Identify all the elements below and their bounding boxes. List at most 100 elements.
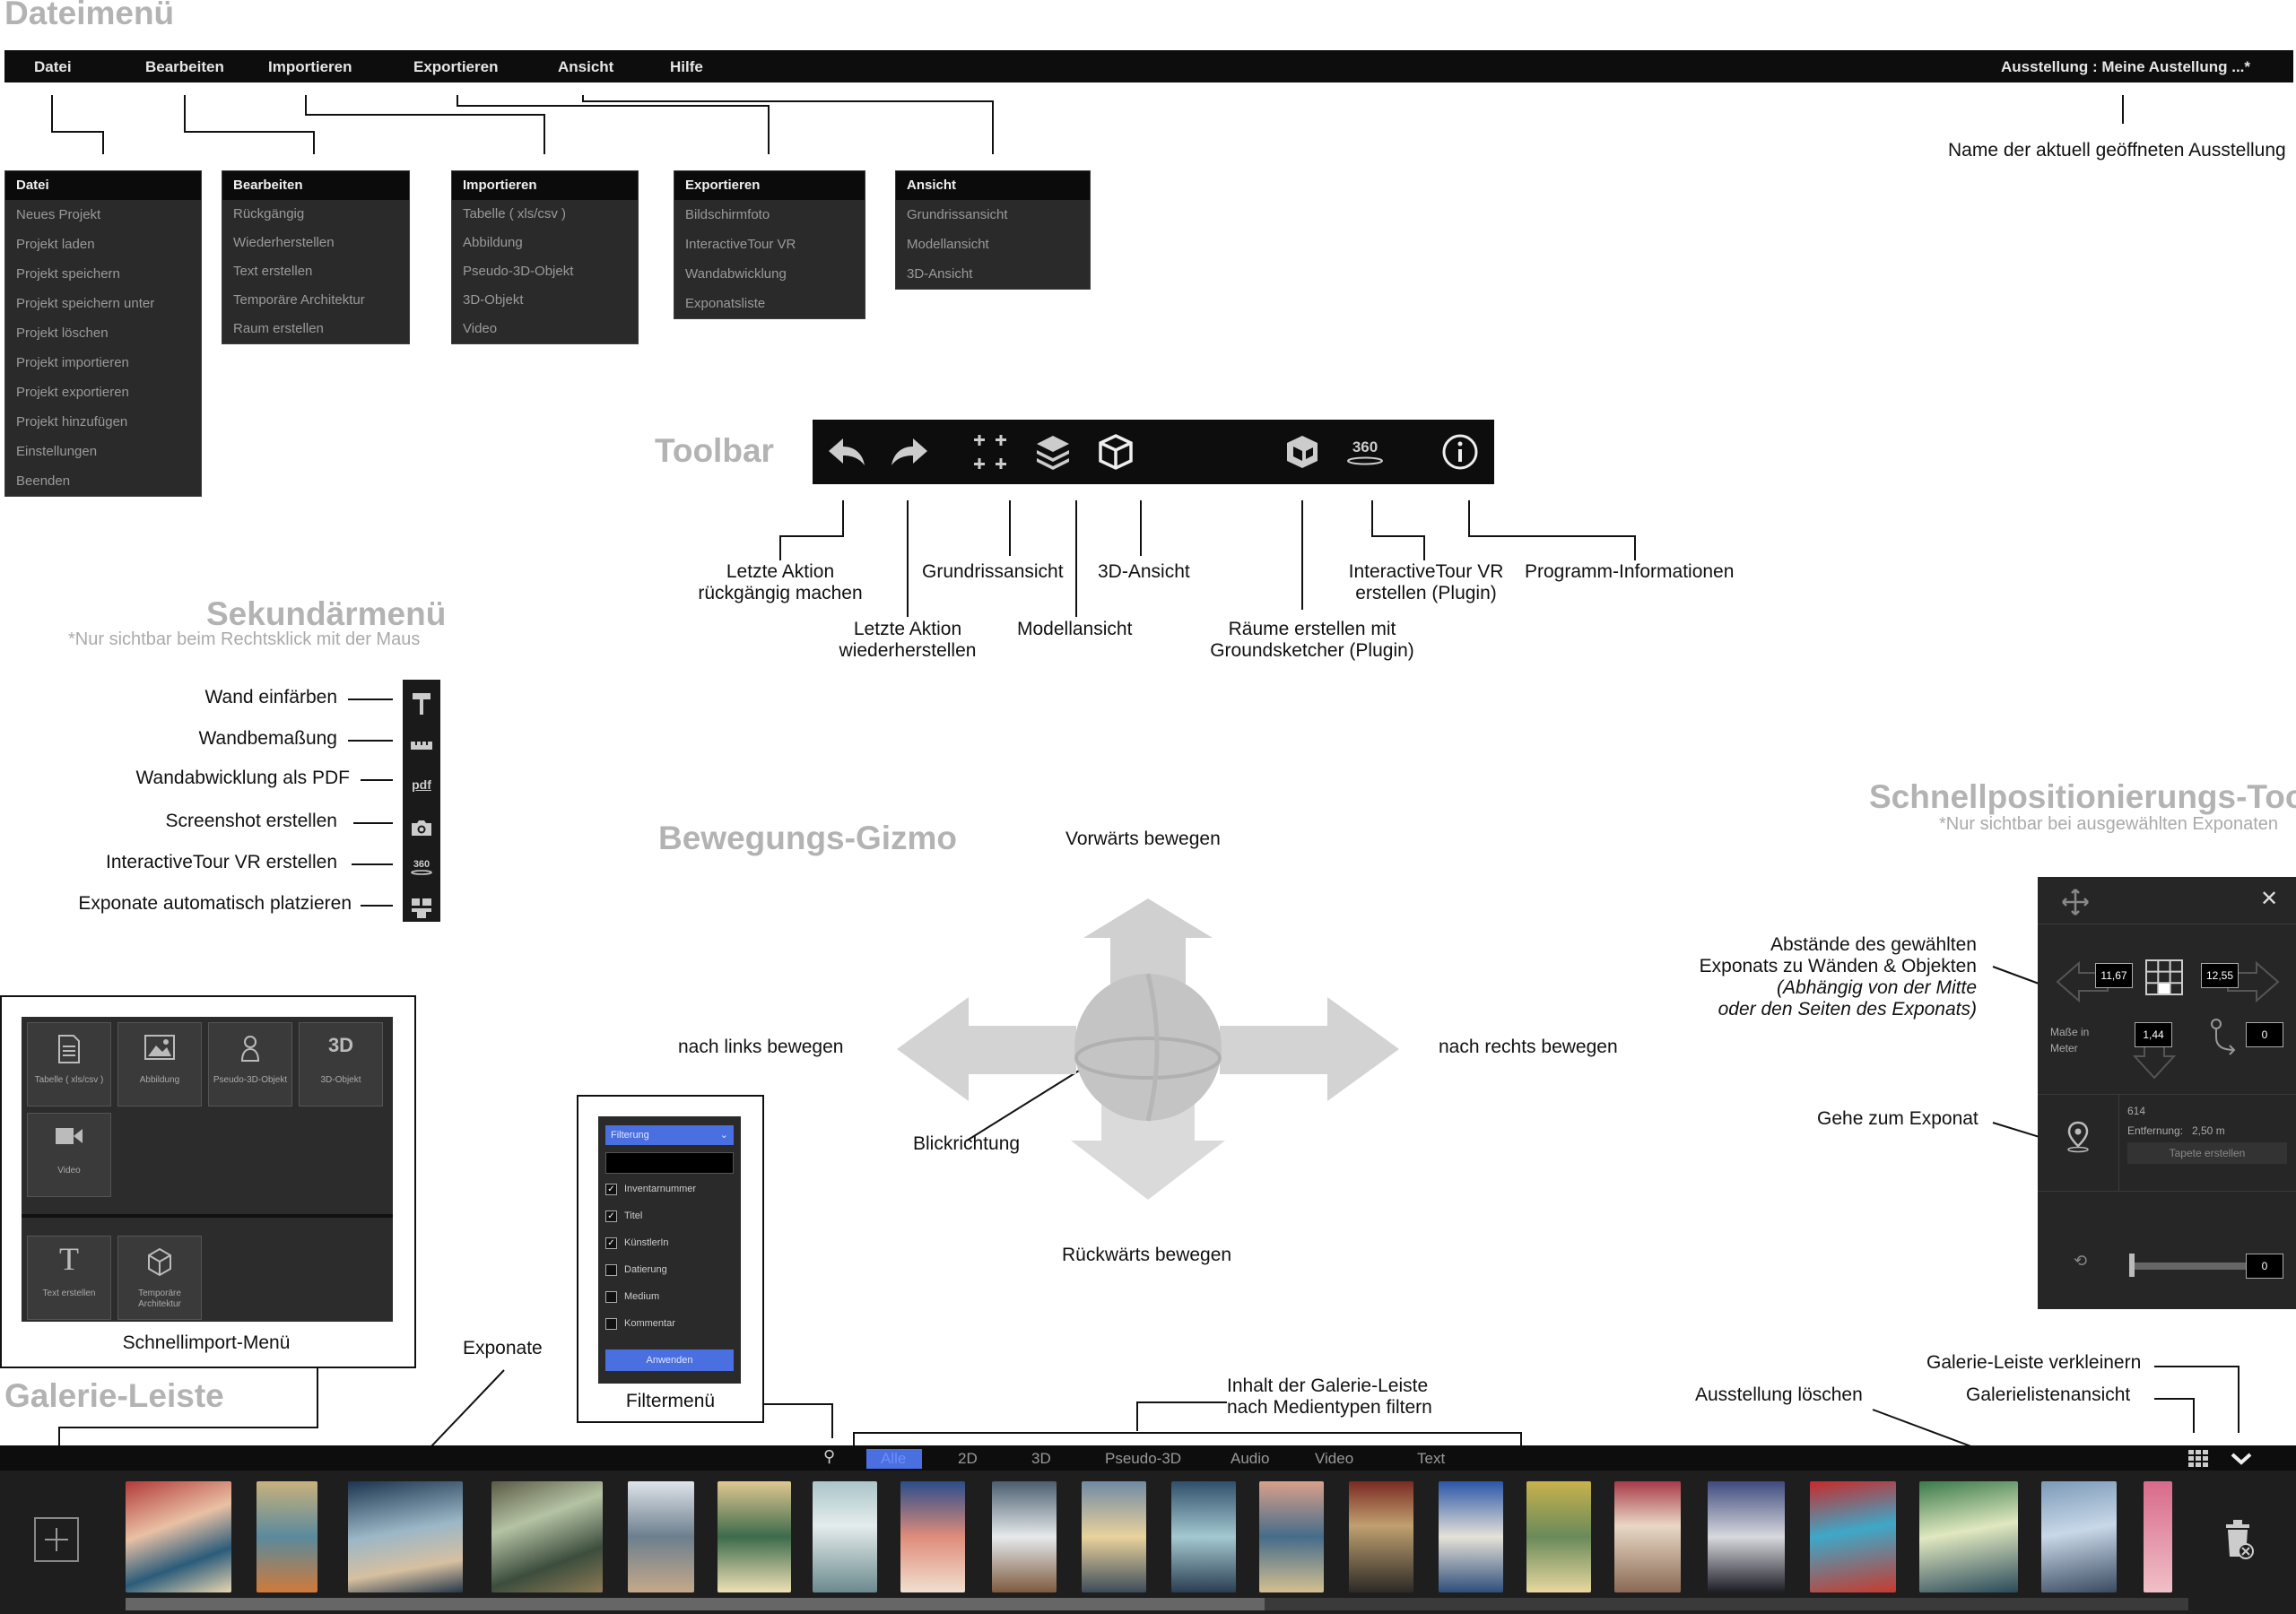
menu-bearbeiten[interactable]: Bearbeiten (145, 58, 224, 75)
menu-item[interactable]: Projekt hinzufügen (16, 414, 128, 430)
gallery-thumbnail[interactable] (628, 1481, 694, 1592)
tapete-button[interactable]: Tapete erstellen (2127, 1142, 2287, 1164)
360-secondary-icon[interactable]: 360 (406, 852, 437, 882)
distance-down-field[interactable]: 1,44 (2135, 1022, 2172, 1047)
auto-place-icon[interactable] (406, 893, 437, 924)
tile-architecture[interactable]: Temporäre Architektur (117, 1236, 202, 1320)
gallery-thumbnail[interactable] (718, 1481, 791, 1592)
gallery-scrollbar-thumb[interactable] (126, 1598, 1265, 1610)
rotation-slider-handle[interactable] (2129, 1254, 2135, 1277)
apply-button[interactable]: Anwenden (605, 1349, 734, 1371)
menu-item[interactable]: 3D-Objekt (463, 292, 524, 308)
tile-pseudo3d[interactable]: Pseudo-3D-Objekt (208, 1022, 292, 1106)
menu-item[interactable]: Beenden (16, 473, 71, 489)
filter-option[interactable]: Kommentar (605, 1315, 675, 1332)
3d-view-icon[interactable] (1092, 429, 1139, 475)
gallery-thumbnail[interactable] (257, 1481, 317, 1592)
menu-item[interactable]: Einstellungen (16, 444, 98, 459)
dimension-icon[interactable] (406, 730, 437, 760)
move-icon[interactable] (2059, 886, 2092, 918)
menu-item[interactable]: Modellansicht (907, 237, 989, 252)
menu-item[interactable]: Text erstellen (233, 264, 313, 279)
gallery-thumbnail[interactable] (1259, 1481, 1324, 1592)
path-icon[interactable] (2208, 1017, 2239, 1063)
menu-item[interactable]: Wiederherstellen (233, 235, 335, 250)
camera-icon[interactable] (406, 812, 437, 843)
360-icon[interactable]: 360 (1342, 429, 1388, 475)
menu-item[interactable]: Bildschirmfoto (685, 207, 770, 222)
gallery-thumbnail[interactable] (992, 1481, 1057, 1592)
menu-item[interactable]: Projekt exportieren (16, 385, 129, 400)
info-icon[interactable] (1437, 429, 1483, 475)
filter-option[interactable]: Datierung (605, 1262, 667, 1278)
grid-view-icon[interactable] (2188, 1450, 2208, 1472)
menu-item[interactable]: Projekt laden (16, 237, 95, 252)
menu-item[interactable]: 3D-Ansicht (907, 266, 973, 282)
menu-item[interactable]: Pseudo-3D-Objekt (463, 264, 574, 279)
menu-item[interactable]: Temporäre Architektur (233, 292, 365, 308)
menu-item[interactable]: Projekt importieren (16, 355, 129, 370)
menu-exportieren[interactable]: Exportieren (413, 58, 499, 75)
tile-table[interactable]: Tabelle ( xls/csv ) (27, 1022, 111, 1106)
add-exponat-button[interactable] (34, 1517, 79, 1562)
menu-item[interactable]: Video (463, 321, 498, 336)
gallery-thumbnail[interactable] (1708, 1481, 1785, 1592)
gallery-thumbnail[interactable] (2144, 1481, 2172, 1592)
redo-icon[interactable] (886, 429, 933, 475)
paint-roller-icon[interactable] (406, 689, 437, 719)
checkbox[interactable]: ✓ (605, 1237, 617, 1249)
filter-option[interactable]: ✓Inventarnummer (605, 1181, 696, 1197)
filter-option[interactable]: ✓KünstlerIn (605, 1235, 669, 1251)
menu-item[interactable]: Exponatsliste (685, 296, 766, 311)
checkbox[interactable]: ✓ (605, 1210, 617, 1222)
menu-item[interactable]: Raum erstellen (233, 321, 324, 336)
tab-3d[interactable]: 3D (1031, 1450, 1051, 1467)
gallery-thumbnail[interactable] (1526, 1481, 1591, 1592)
trash-icon[interactable] (2221, 1517, 2257, 1566)
pdf-icon[interactable]: pdf (412, 777, 431, 792)
filter-search-input[interactable] (605, 1152, 734, 1174)
menu-item[interactable]: Projekt speichern (16, 266, 120, 282)
menu-item[interactable]: Projekt löschen (16, 325, 109, 341)
menu-item[interactable]: Abbildung (463, 235, 523, 250)
gallery-thumbnail[interactable] (1614, 1481, 1681, 1592)
checkbox[interactable] (605, 1290, 617, 1303)
menu-ansicht[interactable]: Ansicht (558, 58, 614, 75)
filter-dropdown[interactable]: Filterung ⌄ (605, 1125, 734, 1145)
gallery-thumbnail[interactable] (813, 1481, 877, 1592)
chevron-down-shrink-icon[interactable] (2230, 1451, 2253, 1471)
menu-item[interactable]: InteractiveTour VR (685, 237, 796, 252)
floorplan-view-icon[interactable] (967, 429, 1013, 475)
gallery-thumbnail[interactable] (1439, 1481, 1503, 1592)
tab-video[interactable]: Video (1315, 1450, 1354, 1467)
tab-alle[interactable]: Alle (881, 1450, 907, 1467)
menu-hilfe[interactable]: Hilfe (670, 58, 703, 75)
tile-text[interactable]: T Text erstellen (27, 1236, 111, 1320)
tab-pseudo3d[interactable]: Pseudo-3D (1105, 1450, 1182, 1467)
menu-importieren[interactable]: Importieren (268, 58, 352, 75)
undo-icon[interactable] (823, 429, 870, 475)
distance-right-field[interactable]: 12,55 (2201, 963, 2239, 988)
gallery-thumbnail[interactable] (1171, 1481, 1236, 1592)
model-view-icon[interactable] (1030, 429, 1076, 475)
gallery-thumbnail[interactable] (348, 1481, 463, 1592)
menu-item[interactable]: Projekt speichern unter (16, 296, 155, 311)
gallery-thumbnail[interactable] (1919, 1481, 2018, 1592)
menu-item[interactable]: Grundrissansicht (907, 207, 1008, 222)
tile-3d[interactable]: 3D 3D-Objekt (299, 1022, 383, 1106)
gallery-thumbnail[interactable] (491, 1481, 603, 1592)
groundsketcher-icon[interactable] (1279, 429, 1326, 475)
anchor-grid-icon[interactable] (2145, 959, 2183, 1000)
checkbox[interactable]: ✓ (605, 1183, 617, 1195)
checkbox[interactable] (605, 1317, 617, 1330)
close-icon[interactable]: ✕ (2260, 887, 2279, 911)
menu-item[interactable]: Tabelle ( xls/csv ) (463, 206, 567, 221)
checkbox[interactable] (605, 1263, 617, 1276)
filter-option[interactable]: ✓Titel (605, 1208, 642, 1224)
search-icon[interactable]: ⚲ (823, 1447, 836, 1465)
tab-audio[interactable]: Audio (1231, 1450, 1270, 1467)
gallery-thumbnail[interactable] (1349, 1481, 1413, 1592)
menu-item[interactable]: Neues Projekt (16, 207, 101, 222)
menu-datei[interactable]: Datei (34, 58, 72, 75)
gallery-thumbnail[interactable] (2041, 1481, 2117, 1592)
